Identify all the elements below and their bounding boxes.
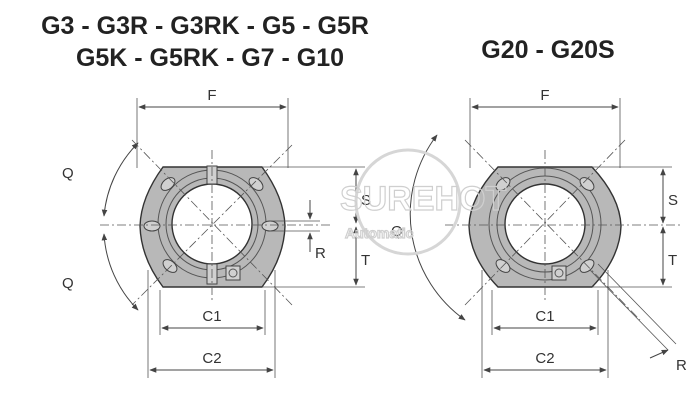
left-hole-right bbox=[261, 220, 279, 232]
right-diagonal-centerline-a bbox=[464, 139, 641, 321]
right-label-f: F bbox=[540, 87, 549, 104]
right-diagonal-centerline-b bbox=[464, 139, 626, 306]
left-label-c2: C2 bbox=[202, 350, 221, 367]
left-q-top-arc bbox=[101, 142, 139, 217]
left-label-q-top: Q bbox=[62, 165, 74, 182]
watermark-text: SUREHOT bbox=[340, 180, 506, 218]
left-bushing-drawing: F Q Q S T bbox=[62, 87, 371, 378]
right-label-c1: C1 bbox=[535, 308, 554, 325]
right-label-r: R bbox=[676, 357, 687, 374]
watermark-ring bbox=[354, 148, 462, 256]
right-r-arrow bbox=[649, 349, 669, 359]
right-label-q: Q bbox=[391, 223, 403, 240]
left-label-q-bottom: Q bbox=[62, 275, 74, 292]
watermark-subtext: Automatic bbox=[345, 225, 414, 241]
title-right: G20 - G20S bbox=[481, 36, 614, 64]
right-q-arc bbox=[409, 134, 466, 321]
left-set-screw-hole bbox=[228, 268, 238, 278]
left-hole-left bbox=[143, 220, 161, 232]
right-r-extension-a bbox=[589, 269, 669, 351]
right-label-c2: C2 bbox=[535, 350, 554, 367]
right-label-t: T bbox=[668, 252, 677, 269]
left-label-f: F bbox=[207, 87, 216, 104]
left-diagonal-centerline-a bbox=[131, 139, 293, 306]
right-hole-top-left bbox=[495, 177, 511, 191]
left-set-screw bbox=[225, 265, 241, 281]
left-hole-top-right bbox=[248, 177, 264, 191]
left-label-r: R bbox=[315, 245, 326, 262]
right-r-extension-b bbox=[597, 263, 677, 345]
left-diagonal-centerline-b bbox=[131, 144, 293, 306]
left-label-t: T bbox=[361, 252, 370, 269]
watermark-logo: SUREHOT Automatic bbox=[339, 148, 507, 256]
right-bushing-drawing: F Q S T R C1 bbox=[391, 87, 687, 378]
left-q-bottom-arc bbox=[101, 233, 139, 311]
right-set-screw bbox=[551, 265, 567, 281]
left-label-c1: C1 bbox=[202, 308, 221, 325]
right-label-s: S bbox=[668, 192, 678, 209]
right-hole-top-right bbox=[579, 177, 595, 191]
left-label-s: S bbox=[361, 192, 371, 209]
right-set-screw-hole bbox=[554, 268, 564, 278]
title-left-line2: G5K - G5RK - G7 - G10 bbox=[76, 44, 344, 72]
title-left-line1: G3 - G3R - G3RK - G5 - G5R bbox=[41, 12, 369, 40]
